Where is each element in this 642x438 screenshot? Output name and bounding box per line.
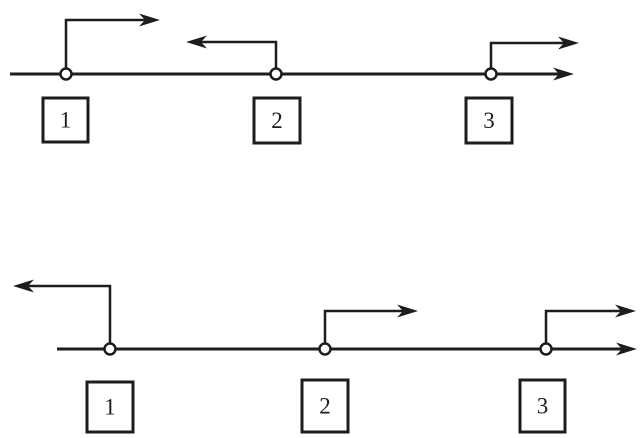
- event-node-circle: [318, 342, 332, 356]
- event-node-circle: [103, 342, 117, 356]
- branch-arrowhead: [13, 279, 34, 293]
- branch-arrowhead: [615, 304, 636, 318]
- event-label: 1: [104, 395, 116, 420]
- event-label-box: [518, 378, 567, 434]
- axis-arrowhead: [553, 67, 574, 81]
- branch-line: [323, 309, 404, 349]
- event-node-circle: [269, 67, 283, 81]
- event-label: 1: [60, 108, 72, 133]
- event-label-box: [85, 380, 135, 434]
- upper-timeline: 1 2 3: [10, 13, 579, 145]
- axis-arrowhead: [616, 342, 637, 356]
- branch-line: [544, 309, 622, 349]
- event-label-box: [464, 96, 514, 145]
- branch-line: [27, 284, 112, 349]
- branch-arrowhead: [397, 304, 418, 318]
- branch-arrowhead: [139, 13, 160, 27]
- event-label-box: [300, 378, 350, 434]
- event-label: 2: [271, 108, 283, 133]
- event-label: 3: [537, 394, 549, 419]
- event-label: 3: [483, 108, 495, 133]
- branch-arrowhead: [186, 35, 207, 49]
- event-node-circle: [539, 342, 553, 356]
- branch-line: [64, 18, 146, 74]
- event-node-circle: [484, 67, 498, 81]
- event-label-box: [252, 96, 302, 145]
- branch-line: [489, 41, 565, 74]
- branch-line: [200, 40, 278, 74]
- event-label: 2: [319, 394, 331, 419]
- event-label-box: [41, 96, 90, 144]
- branch-arrowhead: [558, 36, 579, 50]
- event-node-circle: [59, 67, 73, 81]
- lower-timeline: 1 2 3: [13, 279, 637, 434]
